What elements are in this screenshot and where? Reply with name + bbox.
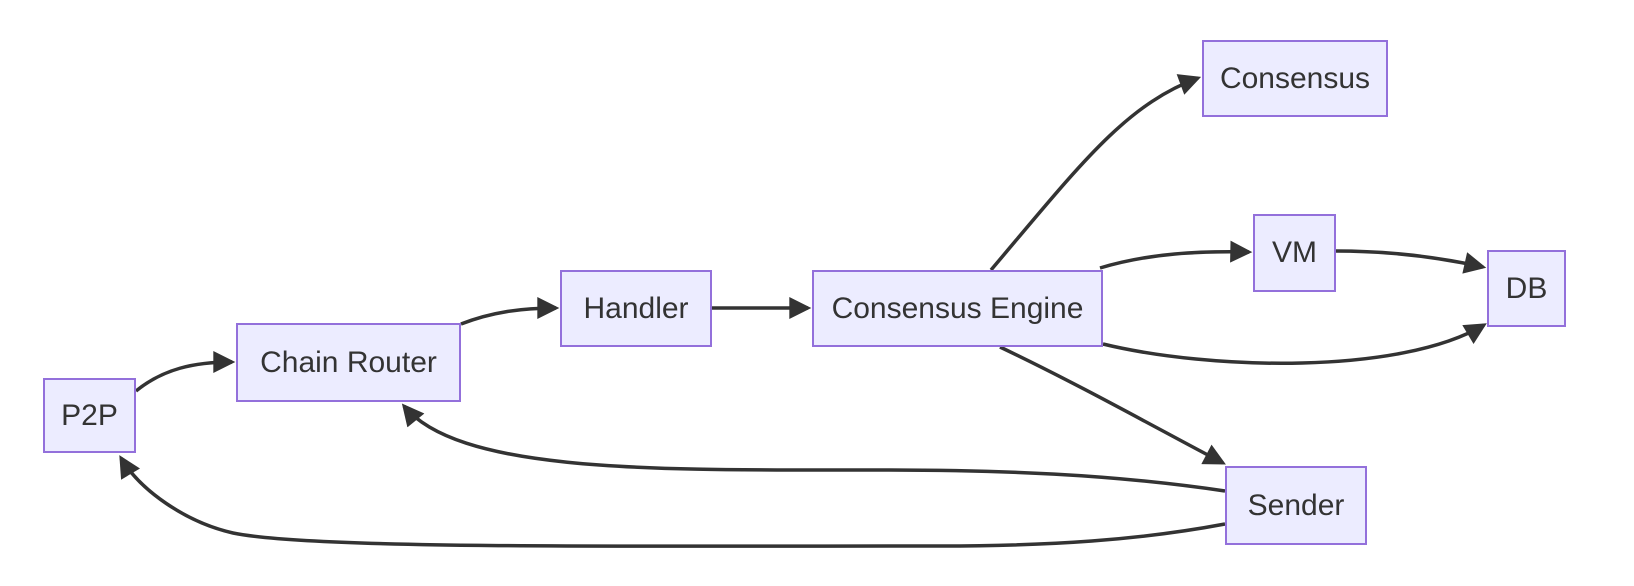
- node-handler: Handler: [560, 270, 712, 347]
- node-p2p: P2P: [43, 378, 136, 453]
- node-chain-router: Chain Router: [236, 323, 461, 402]
- node-label-consensus: Consensus: [1219, 61, 1371, 95]
- edge-consensus-engine-to-db: [1102, 323, 1487, 365]
- edge-consensus-engine-to-sender: [999, 345, 1226, 465]
- edge-chain-router-to-handler: [460, 297, 560, 326]
- edge-sender-to-chain-router: [401, 403, 1226, 493]
- node-label-vm: VM: [1272, 236, 1317, 269]
- edge-consensus-engine-to-consensus: [989, 74, 1202, 272]
- node-sender: Sender: [1225, 466, 1367, 545]
- edge-p2p-to-chain-router: [134, 351, 236, 393]
- edges-group: [119, 74, 1487, 548]
- edge-sender-to-p2p: [119, 455, 1226, 548]
- edge-consensus-engine-to-vm: [1099, 240, 1253, 270]
- node-consensus: Consensus: [1202, 40, 1388, 117]
- node-consensus-engine: Consensus Engine: [812, 270, 1103, 347]
- node-db: DB: [1487, 250, 1566, 327]
- node-label-sender: Sender: [1247, 488, 1345, 522]
- node-label-db: DB: [1505, 271, 1548, 305]
- node-vm: VM: [1253, 214, 1336, 292]
- node-label-handler: Handler: [583, 291, 689, 325]
- edge-vm-to-db: [1335, 249, 1487, 274]
- node-label-consensus-engine: Consensus Engine: [831, 291, 1084, 325]
- node-label-p2p: P2P: [61, 398, 118, 432]
- node-label-chain-router: Chain Router: [260, 345, 437, 379]
